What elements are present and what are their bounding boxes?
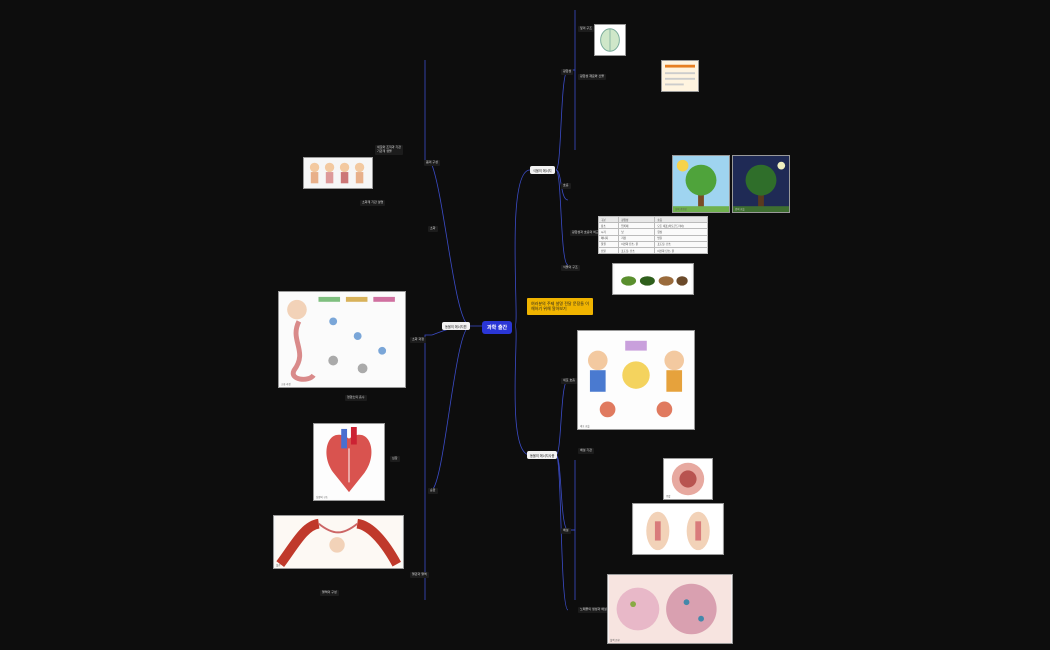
node-waste-production[interactable]: 노폐물의 생성과 배설 — [578, 607, 609, 613]
vessel-diagram-image: 혈관 — [273, 515, 404, 569]
node-blood-composition[interactable]: 혈액의 구성 — [320, 590, 339, 596]
cell-respiration-image: 세포 호흡 — [577, 330, 695, 430]
photosynthesis-formula-image — [661, 60, 699, 92]
heart-caption: 심장의 구조 — [316, 496, 328, 499]
table-cell: 산물 — [597, 246, 620, 255]
branch-animal-energy-use[interactable]: 동물의 에너지사용 — [527, 451, 558, 459]
vessel-caption: 혈관 — [276, 564, 281, 567]
heart-diagram-image: 심장의 구조 — [313, 423, 385, 501]
node-respiration[interactable]: 호흡 — [561, 183, 571, 189]
node-circulation[interactable]: 순환 — [428, 488, 438, 494]
blood-caption: 혈액 순환 — [610, 639, 620, 642]
node-digestive-organs[interactable]: 소화계 기관 설명 — [360, 200, 386, 206]
node-photosynthesis-materials[interactable]: 광합성 재료와 산물 — [578, 74, 606, 80]
day-caption: 낮의 광합성 — [675, 208, 687, 211]
digestion-caption: 소화 과정 — [281, 383, 291, 386]
kidney-image: 콩팥 — [663, 458, 713, 500]
table-cell: 포도당, 산소 — [618, 246, 656, 255]
branch-animal-energy-source[interactable]: 동물의 에너지원 — [442, 322, 470, 330]
digestion-diagram-image: 소화 과정 — [278, 291, 406, 388]
blood-circulation-image: 혈액 순환 — [607, 574, 733, 644]
plant-parts-image — [612, 263, 694, 295]
leaf-diagram-image — [594, 24, 626, 56]
node-cell-tissue[interactable]: 세포와 조직과 기관 기관계 생물 — [375, 145, 403, 155]
night-caption: 밤의 호흡 — [735, 208, 745, 211]
excretion-image — [632, 503, 724, 555]
node-cell-respiration[interactable]: 세포 호흡 — [561, 378, 577, 384]
node-heart[interactable]: 심장 — [390, 456, 400, 462]
node-excretory-organs[interactable]: 배설 기관 — [578, 448, 594, 454]
node-excretion[interactable]: 배설 — [561, 528, 571, 534]
node-compare-label[interactable]: 광합성과 호흡의 비교 — [570, 230, 601, 236]
node-nutrient-absorption[interactable]: 영양소의 흡수 — [345, 395, 367, 401]
cell-caption: 세포 호흡 — [580, 425, 590, 428]
table-cell: 이산화 탄소, 물 — [654, 246, 708, 255]
summary-callout[interactable]: 여러분의 주제 설명 전달 문장들 이해하기 위해 알아보기 — [527, 298, 593, 315]
node-plant-structure[interactable]: 식물의 구조 — [561, 265, 580, 271]
node-photosynthesis[interactable]: 광합성 — [561, 69, 574, 75]
body-organization-image — [303, 157, 373, 189]
central-topic[interactable]: 과학 출간 — [482, 321, 513, 334]
node-digestion[interactable]: 소화 — [428, 226, 438, 232]
node-digestion-process[interactable]: 소화 과정 — [410, 337, 426, 343]
branch-plant-energy[interactable]: 식물의 에너지 — [530, 166, 555, 174]
night-tree-image: 밤의 호흡 — [732, 155, 790, 213]
node-leaf-structure[interactable]: 잎의 구조 — [578, 26, 594, 32]
node-body-structure[interactable]: 몸의 구성 — [424, 160, 440, 166]
node-vessels-blood[interactable]: 혈관과 혈액 — [410, 572, 429, 578]
kidney-caption: 콩팥 — [666, 495, 671, 498]
day-tree-image: 낮의 광합성 — [672, 155, 730, 213]
